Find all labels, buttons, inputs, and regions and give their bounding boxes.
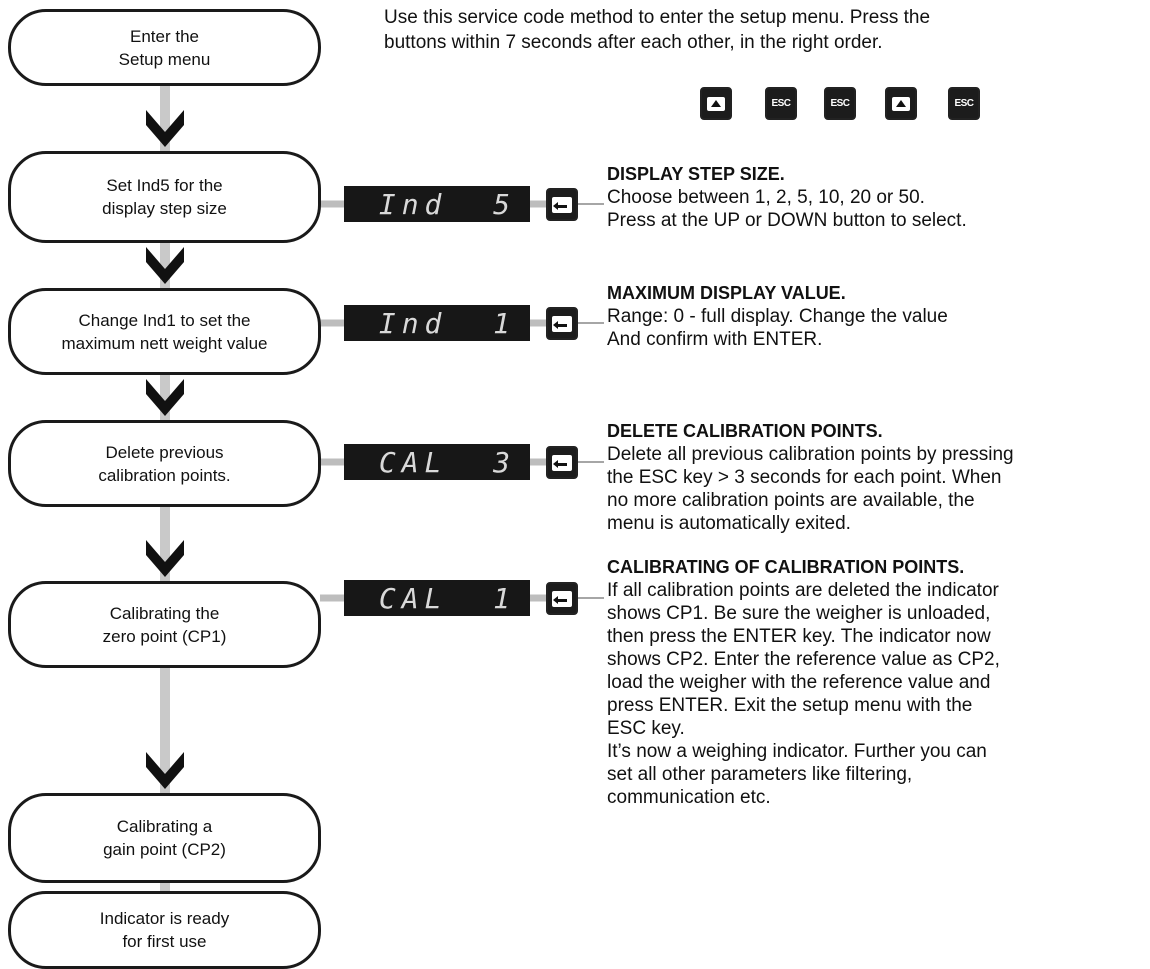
chevron-down-icon <box>146 379 184 416</box>
description-body: If all calibration points are deleted th… <box>607 580 1000 808</box>
description-title: DELETE CALIBRATION POINTS. <box>607 421 883 441</box>
esc-key-label: ESC <box>954 98 974 109</box>
step-label: Calibrating a gain point (CP2) <box>103 817 226 859</box>
enter-key-icon <box>546 188 578 221</box>
description-title: DISPLAY STEP SIZE. <box>607 164 785 184</box>
step-label: Delete previous calibration points. <box>98 442 231 485</box>
esc-key-label: ESC <box>771 98 791 109</box>
description-title: CALIBRATING OF CALIBRATION POINTS. <box>607 557 965 577</box>
esc-key-icon: ESC <box>824 87 856 120</box>
description-ticks <box>577 203 604 599</box>
step-calibrate-gain-point: Calibrating a gain point (CP2) <box>8 793 321 883</box>
enter-key-icon <box>546 582 578 615</box>
description-body: Range: 0 - full display. Change the valu… <box>607 306 948 350</box>
lcd-display-ind1: Ind 1 <box>344 305 530 341</box>
description-maximum-display-value: MAXIMUM DISPLAY VALUE. Range: 0 - full d… <box>607 282 1147 351</box>
flow-line <box>160 70 170 963</box>
chevron-down-icon <box>146 247 184 284</box>
lcd-display-cal1: CAL 1 <box>344 580 530 616</box>
esc-key-icon: ESC <box>948 87 980 120</box>
step-set-ind5: Set Ind5 for the display step size <box>8 151 321 243</box>
chevron-down-icon <box>146 540 184 577</box>
step-enter-setup-menu: Enter the Setup menu <box>8 9 321 86</box>
esc-key-label: ESC <box>830 98 850 109</box>
lcd-display-ind5: Ind 5 <box>344 186 530 222</box>
step-label: Change Ind1 to set the maximum nett weig… <box>61 310 268 353</box>
description-calibrating-points: CALIBRATING OF CALIBRATION POINTS. If al… <box>607 556 1147 809</box>
flow-chevrons <box>146 110 184 789</box>
esc-key-icon: ESC <box>765 87 797 120</box>
step-calibrate-zero-point: Calibrating the zero point (CP1) <box>8 581 321 668</box>
step-label: Enter the Setup menu <box>118 26 211 69</box>
step-change-ind1: Change Ind1 to set the maximum nett weig… <box>8 288 321 375</box>
description-title: MAXIMUM DISPLAY VALUE. <box>607 283 846 303</box>
enter-key-icon <box>546 307 578 340</box>
enter-links <box>528 200 548 602</box>
step-label: Calibrating the zero point (CP1) <box>102 603 227 646</box>
step-indicator-ready: Indicator is ready for first use <box>8 891 321 969</box>
display-links <box>320 200 346 602</box>
intro-text: Use this service code method to enter th… <box>384 7 931 53</box>
chevron-down-icon <box>146 110 184 147</box>
description-display-step-size: DISPLAY STEP SIZE. Choose between 1, 2, … <box>607 163 1147 232</box>
up-key-icon <box>885 87 917 120</box>
description-delete-calibration-points: DELETE CALIBRATION POINTS. Delete all pr… <box>607 420 1147 535</box>
description-body: Choose between 1, 2, 5, 10, 20 or 50. Pr… <box>607 187 967 231</box>
enter-key-icon <box>546 446 578 479</box>
step-label: Set Ind5 for the display step size <box>102 176 227 218</box>
lcd-display-cal3: CAL 3 <box>344 444 530 480</box>
up-key-icon <box>700 87 732 120</box>
description-body: Delete all previous calibration points b… <box>607 444 1014 534</box>
step-label: Indicator is ready for first use <box>99 909 230 951</box>
step-delete-calibration-points: Delete previous calibration points. <box>8 420 321 507</box>
chevron-down-icon <box>146 752 184 789</box>
